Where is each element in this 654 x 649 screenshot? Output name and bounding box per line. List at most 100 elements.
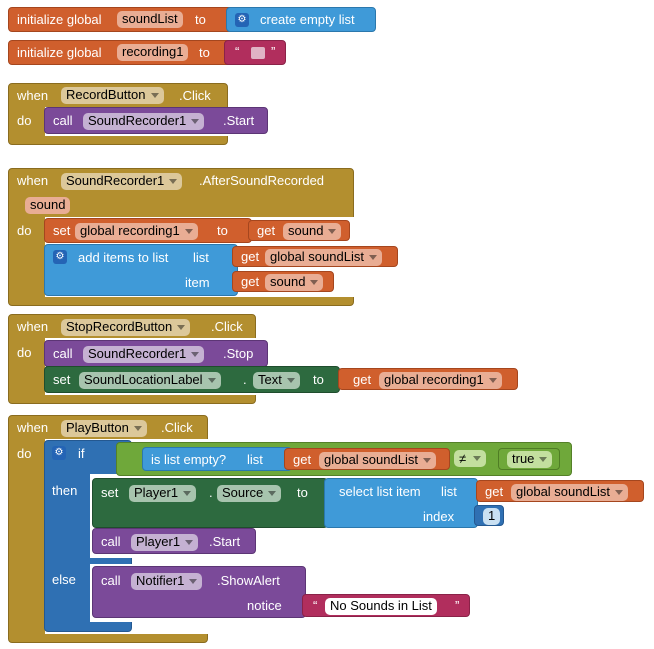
do-keyword: do xyxy=(17,446,32,461)
get-sound-block[interactable]: get sound xyxy=(248,220,350,241)
create-empty-list-label: create empty list xyxy=(260,12,355,27)
call-showalert-block[interactable]: call Notifier1 .ShowAlert notice xyxy=(92,566,306,618)
var-name-field[interactable]: recording1 xyxy=(117,44,189,61)
true-block[interactable]: true xyxy=(498,448,560,470)
do-keyword: do xyxy=(17,223,32,238)
component-dropdown[interactable]: PlayButton xyxy=(61,420,147,437)
empty-string-field[interactable] xyxy=(251,47,265,59)
set-keyword: set xyxy=(101,485,119,500)
get-recording-block[interactable]: get global recording1 xyxy=(338,368,518,390)
add-items-to-list-block[interactable]: ⚙ add items to list list item xyxy=(44,244,238,296)
operator-symbol: ≠ xyxy=(459,451,467,466)
select-list-item-block[interactable]: select list item list index xyxy=(324,478,478,528)
method-name: .Start xyxy=(209,534,241,549)
component-dropdown[interactable]: SoundRecorder1 xyxy=(83,113,205,130)
init-keyword: initialize global xyxy=(17,45,102,60)
call-start-block[interactable]: call SoundRecorder1 .Start xyxy=(44,107,268,134)
add-items-label: add items to list xyxy=(78,250,169,265)
call-keyword: call xyxy=(53,346,73,361)
gear-icon[interactable]: ⚙ xyxy=(235,13,249,27)
variable-dropdown[interactable]: global soundList xyxy=(511,484,628,501)
number-field[interactable]: 1 xyxy=(483,508,501,525)
var-name-field[interactable]: soundList xyxy=(117,11,183,28)
get-keyword: get xyxy=(353,372,372,387)
component-dropdown[interactable]: SoundLocationLabel xyxy=(79,372,221,389)
variable-dropdown[interactable]: global soundList xyxy=(319,452,436,469)
gear-icon[interactable]: ⚙ xyxy=(52,446,66,460)
property-dropdown[interactable]: Text xyxy=(253,372,300,389)
method-name: .ShowAlert xyxy=(217,573,280,588)
component-dropdown[interactable]: Notifier1 xyxy=(131,573,203,590)
set-keyword: set xyxy=(53,372,71,387)
dot-separator: . xyxy=(209,485,213,500)
call-player-start-block[interactable]: call Player1 .Start xyxy=(92,528,256,554)
component-dropdown[interactable]: Player1 xyxy=(131,534,199,551)
to-keyword: to xyxy=(313,372,324,387)
open-quote: “ xyxy=(235,44,240,59)
select-list-item-label: select list item xyxy=(339,484,421,499)
init-recording-block[interactable]: initialize global recording1 to xyxy=(8,40,232,65)
to-keyword: to xyxy=(195,12,206,27)
is-list-empty-label: is list empty? xyxy=(151,452,227,467)
dot-separator: . xyxy=(243,372,247,387)
empty-text-block[interactable]: “ ” xyxy=(224,40,286,65)
variable-dropdown[interactable]: global recording1 xyxy=(379,372,502,389)
event-name: .Click xyxy=(179,88,211,103)
get-soundlist-block-2[interactable]: get global soundList xyxy=(476,480,644,502)
notice-label: notice xyxy=(247,598,282,613)
set-recording-block[interactable]: set global recording1 to xyxy=(44,218,252,243)
get-keyword: get xyxy=(241,274,260,289)
variable-dropdown[interactable]: sound xyxy=(283,223,342,240)
create-empty-list-block[interactable]: ⚙ create empty list xyxy=(226,7,376,32)
get-keyword: get xyxy=(257,223,276,238)
component-dropdown[interactable]: Player1 xyxy=(129,485,197,502)
get-soundlist-block[interactable]: get global soundList xyxy=(232,246,398,267)
to-keyword: to xyxy=(199,45,210,60)
property-dropdown[interactable]: Source xyxy=(217,485,282,502)
gear-icon[interactable]: ⚙ xyxy=(53,250,67,264)
when-keyword: when xyxy=(17,420,49,435)
is-list-empty-block[interactable]: is list empty? list xyxy=(142,447,292,471)
text-string-block[interactable]: “ No Sounds in List ” xyxy=(302,594,470,617)
get-sound-item-block[interactable]: get sound xyxy=(232,271,334,292)
variable-dropdown[interactable]: sound xyxy=(265,274,324,291)
get-keyword: get xyxy=(293,452,312,467)
list-label: list xyxy=(193,250,209,265)
call-keyword: call xyxy=(101,534,121,549)
item-label: item xyxy=(185,275,210,290)
init-keyword: initialize global xyxy=(17,12,102,27)
open-quote: “ xyxy=(313,598,318,613)
boolean-dropdown[interactable]: true xyxy=(507,451,553,468)
set-label-text-block[interactable]: set SoundLocationLabel . Text to xyxy=(44,366,340,393)
get-keyword: get xyxy=(485,484,504,499)
param-sound[interactable]: sound xyxy=(25,197,71,214)
set-player-source-block[interactable]: set Player1 . Source to xyxy=(92,478,328,528)
call-stop-block[interactable]: call SoundRecorder1 .Stop xyxy=(44,340,268,367)
when-keyword: when xyxy=(17,173,49,188)
else-keyword: else xyxy=(52,572,76,587)
if-keyword: if xyxy=(78,446,85,461)
event-name: .AfterSoundRecorded xyxy=(199,173,325,188)
method-name: .Start xyxy=(223,113,255,128)
set-keyword: set xyxy=(53,223,71,238)
variable-dropdown[interactable]: global recording1 xyxy=(75,223,198,240)
get-soundlist-block[interactable]: get global soundList xyxy=(284,448,450,470)
component-dropdown[interactable]: StopRecordButton xyxy=(61,319,191,336)
call-keyword: call xyxy=(53,113,73,128)
variable-dropdown[interactable]: global soundList xyxy=(265,249,382,266)
text-field[interactable]: No Sounds in List xyxy=(325,598,437,615)
number-block[interactable]: 1 xyxy=(474,505,504,526)
operator-dropdown-bg xyxy=(454,450,486,467)
when-keyword: when xyxy=(17,88,49,103)
event-name: .Click xyxy=(211,319,243,334)
init-soundlist-block[interactable]: initialize global soundList to xyxy=(8,7,234,32)
event-name: .Click xyxy=(161,420,193,435)
index-label: index xyxy=(423,509,455,524)
component-dropdown[interactable]: SoundRecorder1 xyxy=(83,346,205,363)
method-name: .Stop xyxy=(223,346,254,361)
close-quote: ” xyxy=(271,44,276,59)
component-dropdown[interactable]: SoundRecorder1 xyxy=(61,173,183,190)
when-keyword: when xyxy=(17,319,49,334)
to-keyword: to xyxy=(217,223,228,238)
component-dropdown[interactable]: RecordButton xyxy=(61,87,164,104)
